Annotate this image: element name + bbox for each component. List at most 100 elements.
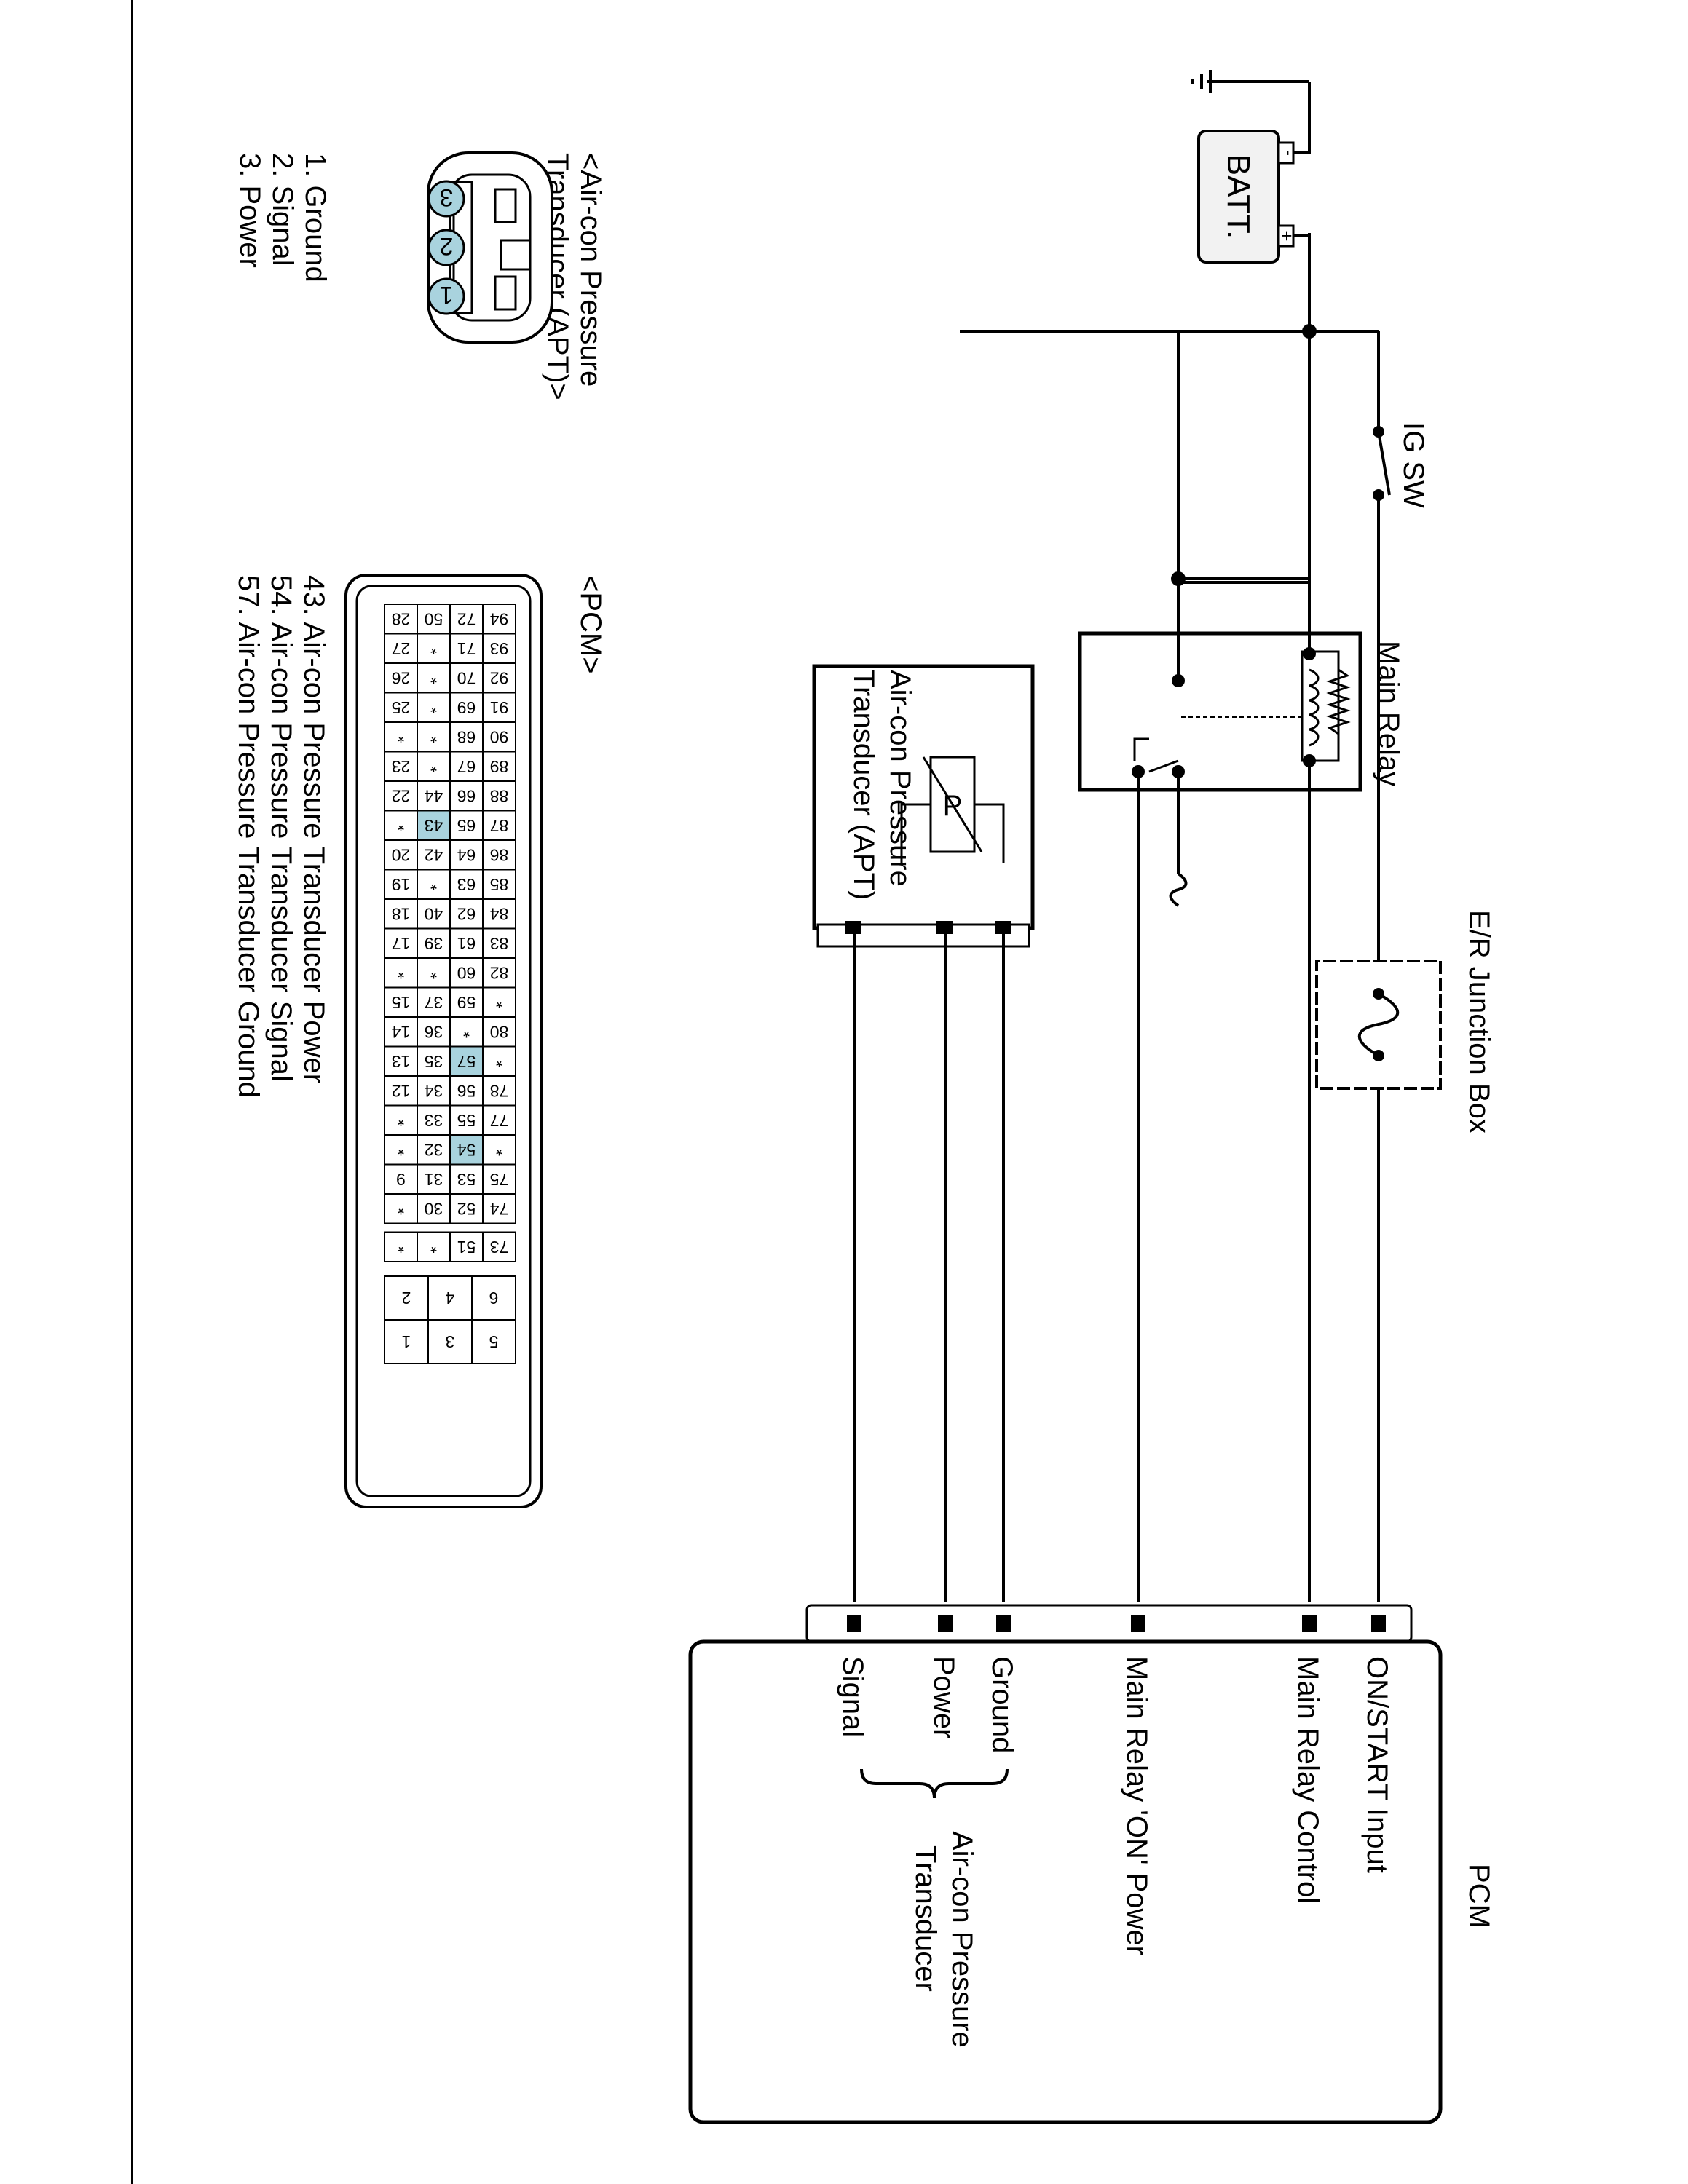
pcm-pin: *	[496, 1140, 502, 1159]
pcm-terminal-power: Power	[928, 1656, 960, 1738]
pcm-pin: 40	[425, 904, 443, 923]
pcm-pin: *	[496, 993, 502, 1012]
pcm-pin: 30	[425, 1199, 443, 1218]
pcm-legend-54: 54. Air-con Pressure Transducer Signal	[265, 575, 297, 1082]
pcm-pin: 17	[392, 934, 411, 953]
apt-pin-1: 1	[440, 281, 454, 309]
pcm-pin: 28	[392, 609, 411, 628]
pcm-apt-group-line2: Transducer	[910, 1845, 942, 1992]
pcm-pin: *	[463, 1022, 470, 1041]
pcm-pin-side: 73	[490, 1238, 509, 1257]
pcm-pin: 80	[490, 1022, 509, 1041]
main-relay: Main Relay	[1078, 631, 1405, 792]
pcm-pin: 56	[457, 1081, 476, 1100]
apt-legend-3: 3. Power	[234, 153, 266, 268]
apt-connector-view: <Air-con Pressure Transducer (APT)> 3 2 …	[234, 151, 607, 400]
pcm-terminal-signal: Signal	[837, 1656, 869, 1737]
pcm-pin: 35	[425, 1052, 443, 1071]
pcm-pin-power-box	[384, 1319, 429, 1364]
pcm-pin: 12	[392, 1081, 411, 1100]
pcm-pin: 82	[490, 963, 509, 982]
pcm-pin: 66	[457, 786, 476, 805]
pcm-pin: 54	[457, 1140, 476, 1159]
pcm-pin: 78	[490, 1081, 509, 1100]
pcm-terminal-relay-on-power: Main Relay 'ON' Power	[1121, 1656, 1153, 1955]
pcm-legend-43: 43. Air-con Pressure Transducer Power	[298, 575, 330, 1083]
pcm-pin-side: *	[430, 1238, 437, 1257]
pcm-pin: 22	[392, 786, 411, 805]
pcm-pin: 31	[425, 1170, 443, 1189]
pcm-pin-side: 51	[457, 1238, 476, 1257]
pcm-pin: 68	[457, 727, 476, 746]
pcm-connector-view: <PCM> 94939291908988878685848382*80*7877…	[232, 574, 607, 1508]
pcm-pin-grid: 94939291908988878685848382*80*7877*75747…	[384, 604, 516, 1364]
apt-pin-2: 2	[440, 232, 454, 260]
pcm-apt-group-line1: Air-con Pressure	[946, 1831, 978, 2048]
pcm-pin: 85	[490, 875, 509, 894]
apt-connector-title-line1: <Air-con Pressure	[575, 153, 607, 387]
pcm-pin: 14	[392, 1022, 411, 1041]
pcm-legend-57: 57. Air-con Pressure Transducer Ground	[232, 575, 264, 1098]
pcm-pin: 33	[425, 1111, 443, 1130]
pcm-pin-power: 4	[445, 1289, 454, 1307]
pcm-pin: 59	[457, 993, 476, 1012]
pcm-pin-side: *	[398, 1238, 404, 1257]
pcm-pin-power: 3	[446, 1332, 455, 1351]
pcm-pin: 57	[457, 1052, 476, 1071]
pcm-pin: 70	[457, 668, 476, 687]
pcm-pin: 9	[396, 1170, 406, 1189]
pcm-pin: 25	[392, 698, 411, 717]
pcm-pin: *	[430, 757, 437, 776]
pcm-pin: 50	[425, 609, 443, 628]
apt-sensor: P Air-con Pressure Transducer (APT)	[812, 664, 1035, 948]
pcm-pin: 26	[392, 668, 411, 687]
junction-box-fuse: E/R Junction Box	[1315, 910, 1495, 1133]
pcm-label: PCM	[1463, 1864, 1495, 1928]
pcm-pin: 65	[457, 816, 476, 835]
pcm-pin: 43	[425, 816, 443, 835]
pcm-pin: *	[398, 816, 404, 835]
pcm-pin: 42	[425, 845, 443, 864]
pcm-pin: 44	[425, 786, 443, 805]
pcm-pin: 72	[457, 609, 476, 628]
pcm-pin-power: 2	[402, 1289, 411, 1307]
pcm-pin-box	[384, 1193, 418, 1224]
pcm-module: PCM	[688, 1604, 1495, 2124]
pcm-pin: 83	[490, 934, 509, 953]
pcm-pin: *	[430, 963, 437, 982]
pcm-pin: 88	[490, 786, 509, 805]
pcm-pin: 52	[457, 1199, 476, 1218]
battery-label: BATT.	[1220, 154, 1256, 240]
pcm-pin: 89	[490, 757, 509, 776]
pcm-pin: 39	[425, 934, 443, 953]
pcm-pin: 37	[425, 993, 443, 1012]
pcm-connector-title: <PCM>	[575, 575, 607, 674]
pcm-pin-power: 1	[402, 1332, 411, 1351]
pcm-pin: 84	[490, 904, 509, 923]
pcm-pin: 19	[392, 875, 411, 894]
pcm-pin: 67	[457, 757, 476, 776]
pcm-apt-brace	[860, 1768, 1009, 1799]
pcm-pin: *	[430, 698, 437, 717]
pcm-pin: 87	[490, 816, 509, 835]
pcm-pin: 71	[457, 639, 476, 658]
pcm-pin-side-box	[384, 1231, 418, 1262]
battery-negative-label: -	[1279, 150, 1298, 156]
pcm-pin: *	[430, 668, 437, 687]
pcm-pin: 62	[457, 904, 476, 923]
pcm-pin: 23	[392, 757, 411, 776]
pcm-pin: *	[430, 639, 437, 658]
pcm-pin: *	[496, 1052, 502, 1071]
pcm-pin: 93	[490, 639, 509, 658]
pcm-pin: 15	[392, 993, 411, 1012]
pcm-pin: 36	[425, 1022, 443, 1041]
pcm-terminal-ground: Ground	[986, 1656, 1018, 1753]
pcm-pin: 55	[457, 1111, 476, 1130]
apt-label-line2: Transducer (APT)	[848, 670, 880, 900]
pcm-pin: 92	[490, 668, 509, 687]
battery-positive-label: +	[1276, 230, 1298, 241]
pcm-pin: 32	[425, 1140, 443, 1159]
pcm-terminal-relay-control: Main Relay Control	[1292, 1656, 1324, 1904]
pcm-pin: *	[430, 875, 437, 894]
